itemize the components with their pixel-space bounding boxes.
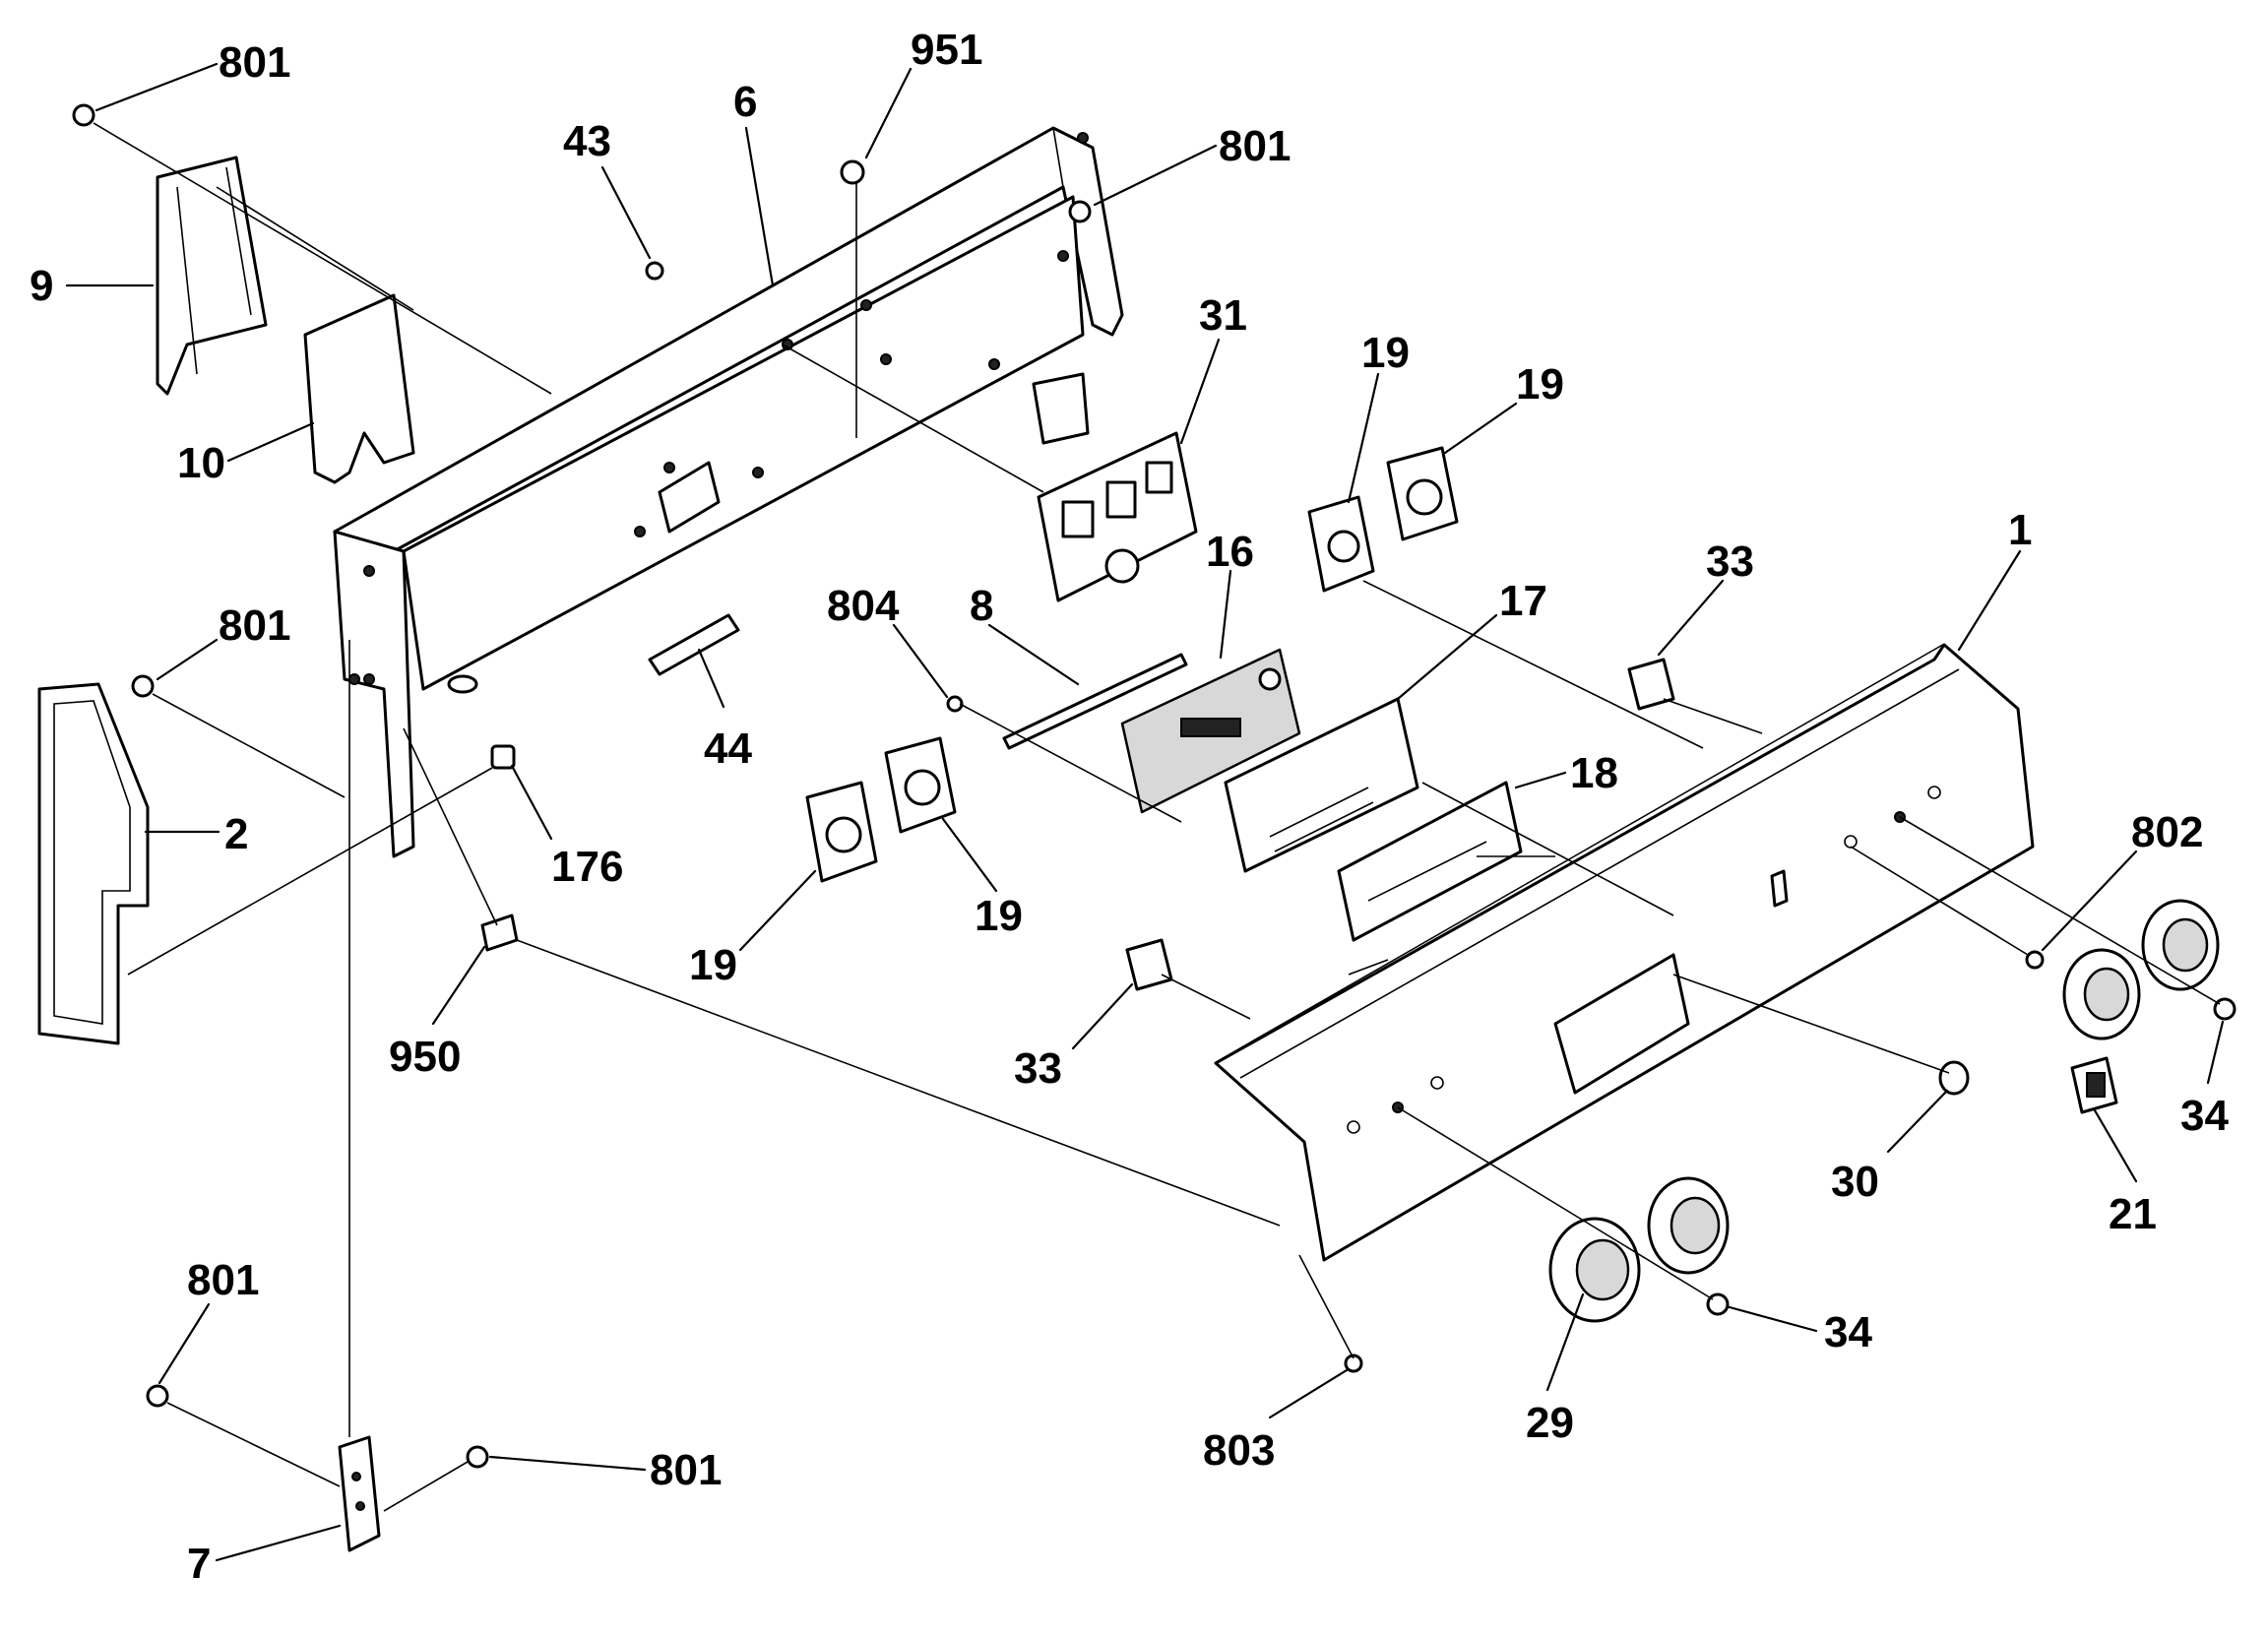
callout-30: 30: [1831, 1158, 1879, 1206]
callout-2: 2: [224, 810, 248, 858]
callout-16: 16: [1206, 528, 1254, 576]
screw-801-top-right: [1068, 200, 1092, 223]
part-9-side-bracket: [156, 156, 268, 396]
knob-mid-right: [2062, 948, 2141, 1040]
callout-8: 8: [970, 582, 993, 630]
part-18-overlay: [1337, 781, 1523, 942]
part-19-switch-c: [805, 781, 878, 883]
screw-801-bottom-left: [146, 1384, 169, 1408]
callout-34-right: 34: [2180, 1092, 2229, 1140]
screw-801-bottom: [466, 1445, 489, 1469]
part-19-switch-d: [884, 736, 957, 834]
callout-802: 802: [2131, 808, 2203, 856]
callout-44: 44: [704, 724, 752, 773]
knob-front-rear: [1647, 1176, 1730, 1275]
callout-801-mid-left: 801: [219, 601, 290, 650]
part-7-lower-bracket: [338, 1435, 381, 1552]
callout-18: 18: [1570, 749, 1618, 797]
part-8-harness: [1002, 653, 1188, 750]
callout-803: 803: [1203, 1426, 1275, 1475]
callout-801-top-left: 801: [219, 38, 290, 87]
callout-29: 29: [1526, 1399, 1574, 1447]
screw-804: [946, 695, 964, 713]
part-1-control-panel: [1214, 643, 2035, 1262]
part-33-small-switch-b: [1125, 938, 1173, 991]
callout-33-b: 33: [1014, 1044, 1062, 1093]
screw-801-top-left: [72, 103, 95, 127]
callout-21: 21: [2109, 1190, 2157, 1238]
callout-950: 950: [389, 1033, 461, 1081]
part-17-control-face: [1224, 697, 1419, 873]
part-21-rocker-switch: [2070, 1056, 2118, 1114]
callout-1: 1: [2008, 506, 2032, 554]
leader-lines: [65, 62, 2225, 1562]
clip-176: [490, 744, 516, 770]
callout-43: 43: [563, 117, 611, 165]
knob-upper-right: [2141, 899, 2220, 991]
callout-19-c: 19: [689, 941, 737, 989]
callout-9: 9: [30, 262, 53, 310]
callout-17: 17: [1499, 577, 1547, 625]
nut-951: [840, 159, 865, 185]
callout-19-a: 19: [1361, 329, 1410, 377]
explode-lines: [93, 122, 2221, 1512]
part-33-small-switch-a: [1627, 658, 1675, 711]
callout-801-top-right: 801: [1219, 122, 1291, 170]
screw-802: [2025, 950, 2045, 970]
bushing-30: [1938, 1060, 1970, 1096]
callout-31: 31: [1199, 291, 1247, 340]
callout-10: 10: [177, 439, 225, 487]
callout-34-front: 34: [1824, 1308, 1872, 1356]
callout-804: 804: [827, 582, 900, 630]
callout-801-bottom: 801: [650, 1446, 722, 1494]
part-2-end-cap: [37, 682, 150, 1045]
part-19-switch-b: [1386, 446, 1459, 541]
callout-6: 6: [733, 78, 757, 126]
part-10-side-bracket: [303, 293, 415, 484]
callout-7: 7: [187, 1540, 211, 1588]
screw-43: [645, 261, 664, 281]
part-6-control-panel-bracket: [333, 126, 1124, 858]
part-19-switch-a: [1307, 495, 1375, 593]
callout-951: 951: [911, 26, 982, 74]
callout-33-a: 33: [1706, 537, 1754, 586]
screw-801-mid-left: [131, 674, 155, 698]
callout-176: 176: [551, 843, 623, 891]
part-16-oven-control: [1120, 648, 1301, 814]
knob-29-front: [1548, 1217, 1641, 1323]
callout-labels: 801 9 10 43 6 951 801 31 19 19 801 2 176…: [30, 26, 2229, 1588]
callout-19-d: 19: [975, 892, 1023, 940]
clip-950: [480, 914, 519, 952]
screw-803: [1344, 1354, 1363, 1373]
callout-801-bottom-left: 801: [187, 1256, 259, 1304]
part-44-clip: [648, 613, 740, 676]
part-31-relay-board: [1037, 431, 1198, 602]
callout-19-b: 19: [1516, 360, 1564, 409]
